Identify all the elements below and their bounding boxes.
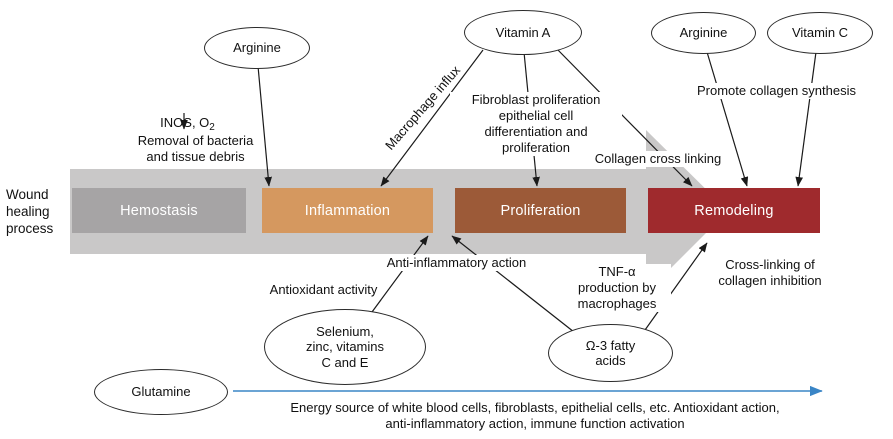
nutrient-selenium-zinc-vitamins: Selenium, zinc, vitamins C and E [264, 309, 426, 385]
nutrient-glutamine: Glutamine [94, 369, 228, 415]
arrow-selenium-to-inflammation [371, 235, 429, 313]
inos-text: INOS, O [160, 115, 210, 130]
arrow-arginine-right-to-remodeling [706, 51, 749, 187]
note-collagen-cross-linking: Collagen cross linking [582, 151, 734, 167]
note-fibroblast-proliferation: Fibroblast proliferation epithelial cell… [450, 92, 622, 156]
stage-proliferation: Proliferation [455, 188, 626, 233]
process-label: Wound healing process [6, 187, 54, 236]
nutrient-omega3-fatty-acids: Ω-3 fatty acids [548, 324, 673, 382]
note-tnf-production: TNF-α production by macrophages [563, 264, 671, 312]
arrow-vitamin-c-to-remodeling [795, 51, 817, 187]
stage-inflammation: Inflammation [262, 188, 433, 233]
arrow-arginine-left-to-inflammation [257, 65, 273, 187]
stage-hemostasis: Hemostasis [72, 188, 246, 233]
note-anti-inflammatory-action: Anti-inflammatory action [374, 255, 539, 271]
nutrient-vitamin-c: Vitamin C [767, 12, 873, 54]
nutrient-vitamin-a: Vitamin A [464, 10, 582, 55]
note-removal-of-bacteria: Removal of bacteria and tissue debris [137, 133, 254, 164]
nutrient-arginine-left: Arginine [204, 27, 310, 69]
arrow-vitamin-a-to-inflammation [380, 49, 484, 187]
arrow-omega3-to-remodeling [644, 242, 708, 331]
arrow-omega3-to-inflammation [451, 235, 575, 333]
note-inos: INOS, O2 [140, 99, 235, 136]
inos-subscript: 2 [209, 122, 215, 133]
note-promote-collagen-synthesis: Promote collagen synthesis [684, 83, 869, 99]
nutrient-arginine-right: Arginine [651, 12, 756, 54]
note-cross-linking-inhibition: Cross-linking of collagen inhibition [718, 257, 822, 288]
note-antioxidant-activity: Antioxidant activity [269, 282, 378, 297]
stage-remodeling: Remodeling [648, 188, 820, 233]
note-glutamine-role: Energy source of white blood cells, fibr… [290, 400, 780, 431]
